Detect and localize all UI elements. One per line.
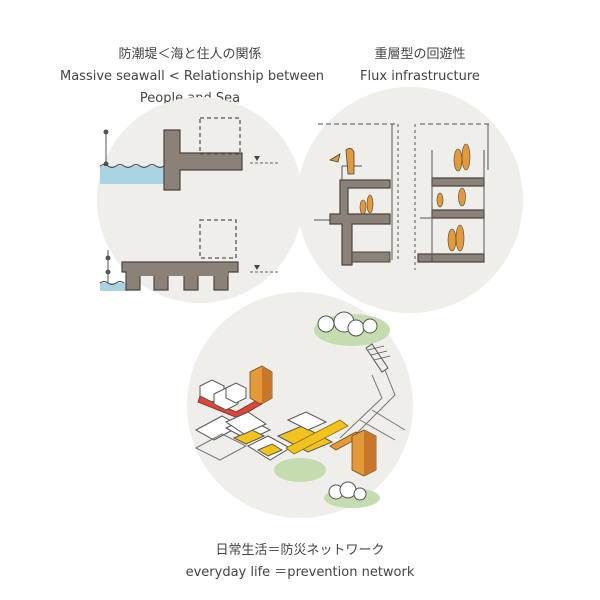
- porous-seawall-section: [99, 219, 278, 291]
- seawall-circle: [97, 97, 303, 303]
- seawall-caption-jp: 防潮堤＜海と住人の関係: [118, 47, 262, 62]
- person-figure: [455, 224, 465, 252]
- massive-seawall-section: [99, 117, 278, 191]
- person-figure: [447, 228, 457, 252]
- network-axonometric: [194, 311, 406, 508]
- network-caption-jp: 日常生活＝防災ネットワーク: [215, 543, 385, 558]
- person-figure: [359, 199, 367, 215]
- network-caption-en: everyday life ＝prevention network: [185, 565, 415, 580]
- seawall-caption: 防潮堤＜海と住人の関係 Massive seawall < Relationsh…: [60, 44, 325, 110]
- flux-caption: 重層型の回遊性 Flux infrastructure: [340, 44, 500, 88]
- person-figure: [345, 148, 355, 175]
- tree-cluster: [328, 481, 367, 501]
- person-figure: [461, 143, 471, 171]
- green-park: [274, 458, 326, 482]
- sea-water: [100, 166, 164, 184]
- person-figure: [366, 194, 374, 214]
- flux-caption-jp: 重層型の回遊性: [374, 47, 466, 62]
- person-figure: [458, 187, 466, 207]
- flux-section-right: [414, 123, 490, 270]
- person-figure: [453, 148, 463, 172]
- stairway: [365, 343, 389, 373]
- small-houses: [199, 379, 247, 411]
- tree-cluster: [317, 311, 378, 337]
- yellow-deck: [285, 419, 349, 455]
- person-figure: [436, 192, 444, 208]
- network-caption: 日常生活＝防災ネットワーク everyday life ＝prevention …: [160, 540, 440, 584]
- flux-section-left: [314, 123, 399, 266]
- road: [349, 369, 396, 441]
- flux-caption-en: Flux infrastructure: [360, 69, 480, 84]
- seawall-caption-en-line1: Massive seawall < Relationship between: [60, 69, 325, 84]
- flux-circle: [297, 87, 523, 313]
